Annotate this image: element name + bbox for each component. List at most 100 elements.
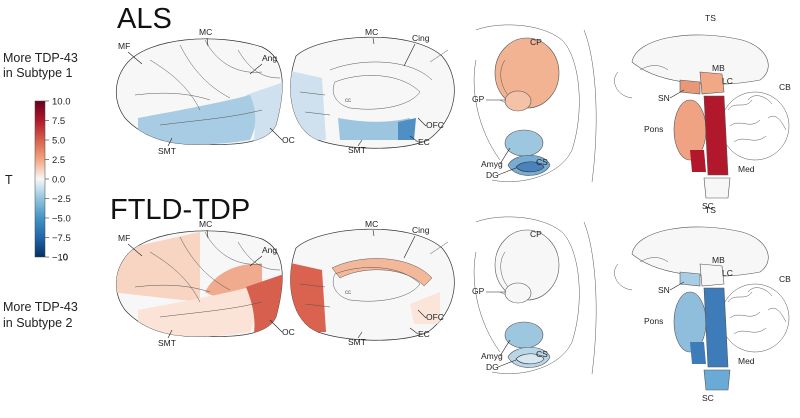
region-gp	[504, 90, 532, 112]
label-sn: SN	[658, 93, 670, 103]
colorbar-tick-label: 10.0	[52, 97, 71, 108]
colorbar-bottom-label-line1: More TDP-43	[3, 300, 78, 314]
label-cing: Cing	[412, 33, 430, 43]
label-sc: SC	[702, 393, 714, 403]
cerebellum-folia	[727, 287, 787, 335]
colorbar-legend: More TDP-43 in Subtype 1 T 10.07.55.02.5…	[3, 51, 78, 330]
label-ec: EC	[418, 137, 430, 147]
label-cb: CB	[779, 82, 791, 92]
label-cb: CB	[779, 274, 791, 284]
lateral-cortex-als: MF MC Ang OC SMT	[115, 27, 295, 156]
label-lc: LC	[722, 268, 733, 278]
region-med	[703, 287, 729, 368]
colorbar-tick-label: −10	[52, 253, 68, 264]
region-ofc	[410, 292, 440, 324]
label-ang: Ang	[262, 245, 277, 255]
row-ftld: FTLD-TDP MF MC Ang OC SM	[110, 194, 791, 403]
label-smt: SMT	[158, 146, 176, 156]
region-sc	[703, 369, 731, 391]
label-ts: TS	[705, 13, 716, 23]
label-lc: LC	[722, 76, 733, 86]
label-medial-smt: SMT	[348, 337, 366, 347]
region-sc	[703, 177, 731, 199]
label-oc: OC	[282, 327, 295, 337]
region-mb	[699, 71, 725, 95]
label-cp: CP	[530, 37, 542, 47]
label-ts: TS	[705, 205, 716, 215]
label-cc: cc	[345, 290, 351, 296]
region-amyg	[504, 321, 544, 349]
label-mb: MB	[712, 63, 725, 73]
colorbar-tick-label: −2.5	[52, 194, 71, 205]
label-gp: GP	[472, 94, 485, 104]
row-als: ALS MF MC Ang OC SMT	[115, 3, 791, 211]
diencephalon-outline	[614, 65, 669, 99]
region-gp	[504, 282, 532, 304]
colorbar-tick-label: 0.0	[52, 175, 65, 186]
region-ec	[398, 118, 416, 140]
label-smt: SMT	[158, 338, 176, 348]
label-med: Med	[738, 356, 755, 366]
subcortical-als: CP GP Amyg DG CS	[472, 24, 597, 183]
label-ec: EC	[418, 329, 430, 339]
medial-sulci	[299, 241, 449, 308]
label-oc: OC	[282, 135, 295, 145]
colorbar-tick-label: 7.5	[52, 116, 65, 127]
region-sn	[679, 79, 701, 95]
cerebellum	[720, 91, 790, 161]
subcortical-ftld: CP GP Amyg DG CS	[472, 216, 597, 375]
label-cing: Cing	[412, 225, 430, 235]
colorbar-tick-label: 5.0	[52, 136, 65, 147]
colorbar-tick-label: −7.5	[52, 233, 71, 244]
label-ofc: OFC	[426, 312, 444, 322]
label-amyg: Amyg	[481, 159, 503, 169]
region-med	[703, 95, 729, 176]
region-med-nuclei	[690, 150, 706, 172]
label-medial-smt: SMT	[348, 145, 366, 155]
cerebellum-folia	[727, 95, 787, 143]
label-ang: Ang	[262, 53, 277, 63]
label-gp: GP	[472, 286, 485, 296]
label-mc: MC	[199, 27, 212, 37]
region-mb	[699, 263, 725, 287]
region-amyg	[504, 129, 544, 157]
label-mb: MB	[712, 255, 725, 265]
label-amyg: Amyg	[481, 351, 503, 361]
label-mc: MC	[199, 219, 212, 229]
label-dg: DG	[486, 362, 499, 372]
label-medial-mc: MC	[365, 27, 378, 37]
medial-cortex-als: cc MC Cing OFC EC SMT	[290, 27, 455, 155]
label-pons: Pons	[644, 316, 663, 326]
label-dg: DG	[486, 170, 499, 180]
colorbar-extra-tick: .0	[60, 252, 68, 263]
lateral-sulci	[134, 231, 281, 318]
label-cs: CS	[536, 157, 548, 167]
label-pons: Pons	[644, 124, 663, 134]
label-ofc: OFC	[426, 120, 444, 130]
region-medial-smt	[338, 118, 412, 140]
colorbar	[34, 100, 46, 258]
label-mf: MF	[118, 41, 130, 51]
medial-cortex-ftld: cc MC Cing OFC EC SMT	[290, 219, 455, 347]
colorbar-bottom-label-line2: in Subtype 2	[3, 316, 73, 330]
subcortical-outline	[473, 216, 597, 375]
region-sn	[679, 271, 701, 287]
label-sn: SN	[658, 285, 670, 295]
label-mf: MF	[118, 233, 130, 243]
lateral-cortex-ftld: MF MC Ang OC SMT	[115, 219, 295, 348]
subcortical-outline	[473, 24, 597, 183]
cerebellum	[720, 283, 790, 353]
colorbar-tick-label: 2.5	[52, 155, 65, 166]
row-title-ftld: FTLD-TDP	[110, 194, 250, 226]
label-sc: SC	[702, 201, 714, 211]
colorbar-ticks: 10.07.55.02.50.0−2.5−5.0−7.5−10	[45, 97, 71, 264]
region-dg	[515, 161, 545, 173]
label-cs: CS	[536, 349, 548, 359]
region-smt	[138, 287, 256, 337]
region-med-nuclei	[690, 342, 706, 364]
label-cp: CP	[530, 229, 542, 239]
brainstem-als: TS MB LC CB SN Pons Med SC	[614, 13, 791, 211]
medial-sulci	[299, 49, 449, 116]
colorbar-top-label-line2: in Subtype 1	[3, 66, 73, 80]
